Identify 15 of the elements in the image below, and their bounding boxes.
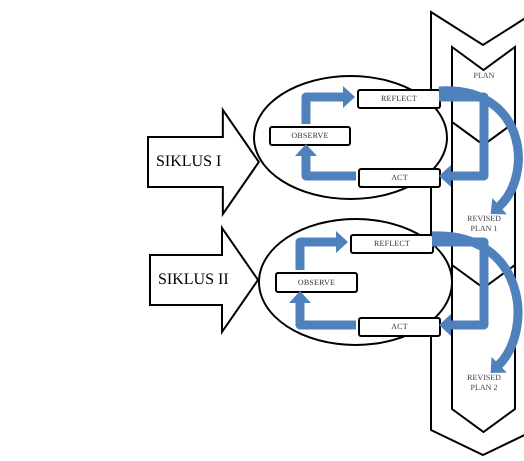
- step-box: ACT: [358, 317, 441, 337]
- curved-arrow: [439, 92, 488, 187]
- step-box: REFLECT: [350, 234, 434, 254]
- step-box: OBSERVE: [269, 126, 351, 146]
- curved-arrow: [294, 144, 356, 180]
- step-box: OBSERVE: [275, 272, 358, 293]
- plan-label: REVISED PLAN 1: [462, 214, 506, 234]
- step-box: REFLECT: [357, 89, 441, 109]
- curved-arrow: [288, 291, 356, 330]
- curved-arrow: [438, 86, 523, 215]
- curved-arrow: [432, 232, 522, 374]
- step-box: ACT: [358, 168, 441, 188]
- plan-label: PLAN: [462, 71, 506, 81]
- plan-label: REVISED PLAN 2: [462, 373, 506, 393]
- curved-arrow: [432, 238, 488, 336]
